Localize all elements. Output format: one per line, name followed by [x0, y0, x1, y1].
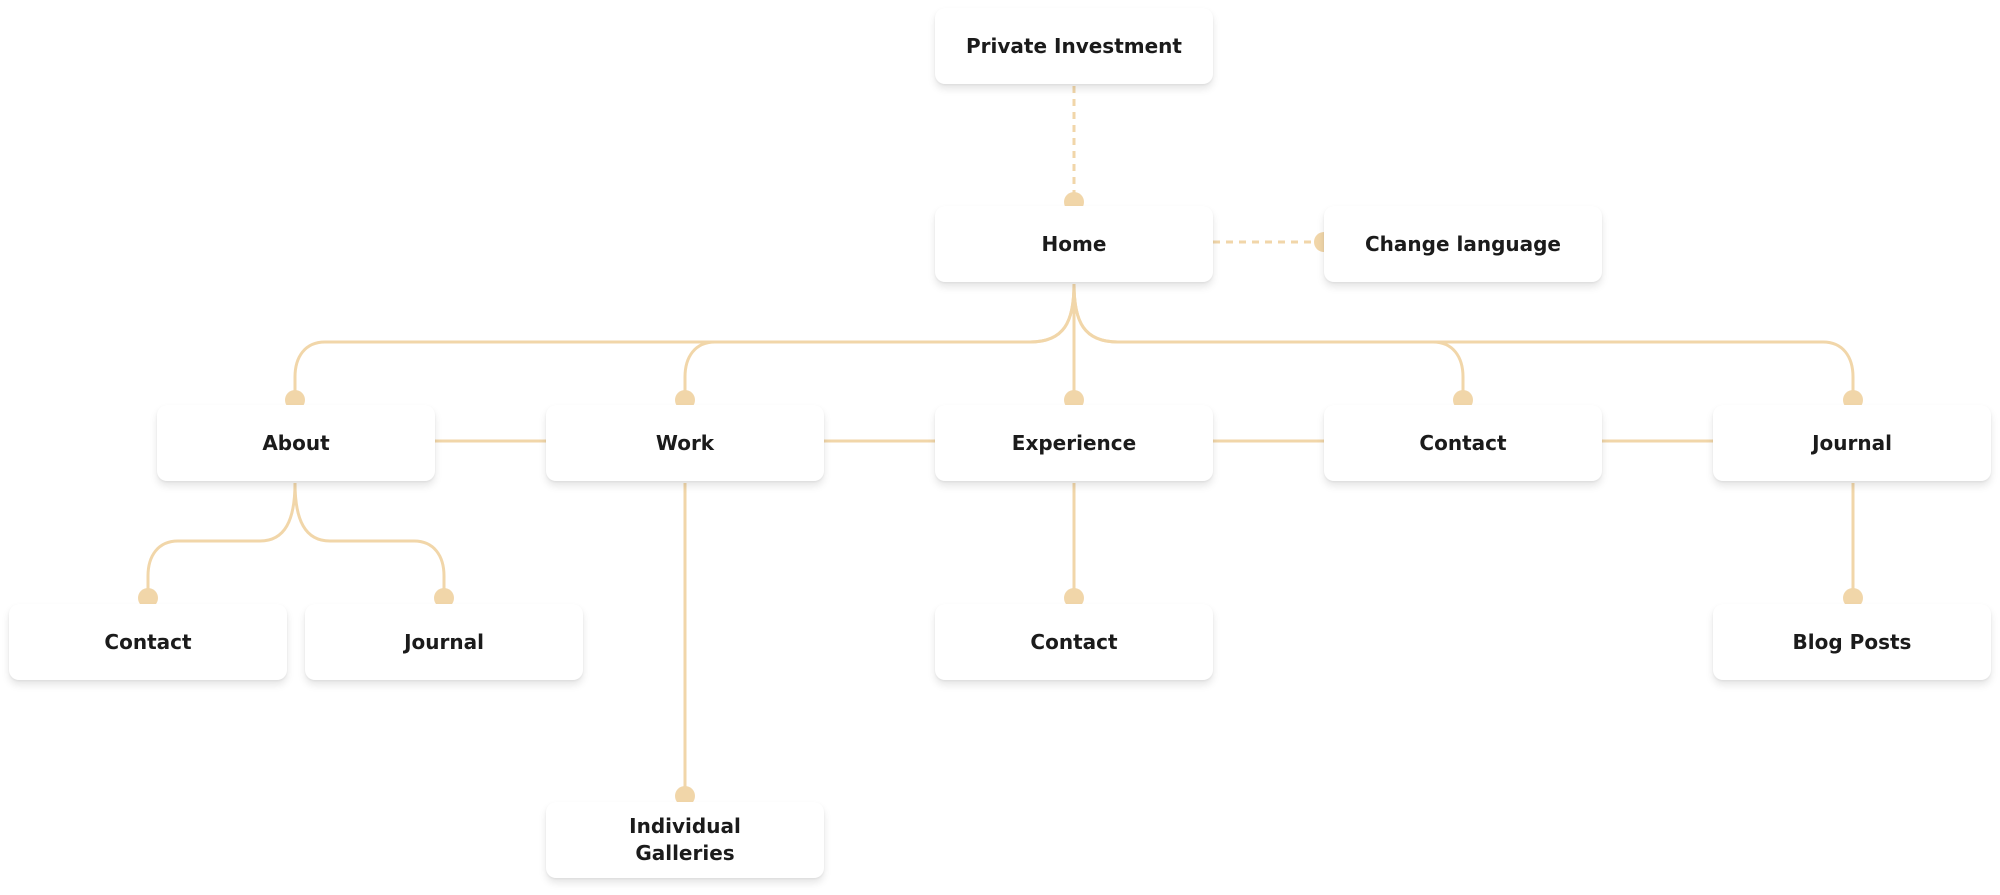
- node-label: Work: [655, 430, 715, 455]
- node-label: Change language: [1364, 231, 1561, 256]
- node-label: Blog Posts: [1792, 629, 1912, 654]
- node-label: Individual Galleries: [629, 814, 741, 865]
- node-label: About: [262, 430, 330, 455]
- node-label: Journal: [404, 629, 484, 654]
- node-blog-posts[interactable]: Blog Posts: [1713, 604, 1991, 680]
- node-change-language[interactable]: Change language: [1324, 206, 1602, 282]
- node-private-investment[interactable]: Private Investment: [935, 8, 1213, 84]
- node-experience-contact[interactable]: Contact: [935, 604, 1213, 680]
- node-home[interactable]: Home: [935, 206, 1213, 282]
- node-work[interactable]: Work: [546, 405, 824, 481]
- connector-dot: [434, 588, 454, 608]
- node-label: Contact: [104, 629, 192, 654]
- node-experience[interactable]: Experience: [935, 405, 1213, 481]
- connector-dot: [1843, 588, 1863, 608]
- node-label: Journal: [1812, 430, 1892, 455]
- node-about-contact[interactable]: Contact: [9, 604, 287, 680]
- connector-dot: [1064, 588, 1084, 608]
- connector-home-work: [683, 283, 1076, 399]
- node-label: Home: [1041, 231, 1107, 256]
- connector-dot: [675, 786, 695, 806]
- node-label: Contact: [1030, 629, 1118, 654]
- node-individual-galleries[interactable]: Individual Galleries: [546, 802, 824, 878]
- node-contact[interactable]: Contact: [1324, 405, 1602, 481]
- node-label: Private Investment: [966, 33, 1182, 58]
- connector-about-journal: [293, 482, 446, 598]
- node-label: Contact: [1419, 430, 1507, 455]
- connector-home-journal: [1072, 283, 1855, 399]
- node-label: Experience: [1011, 430, 1137, 455]
- connector-dot: [138, 588, 158, 608]
- node-journal[interactable]: Journal: [1713, 405, 1991, 481]
- node-about[interactable]: About: [157, 405, 435, 481]
- node-about-journal[interactable]: Journal: [305, 604, 583, 680]
- connector-about-contact: [146, 482, 297, 598]
